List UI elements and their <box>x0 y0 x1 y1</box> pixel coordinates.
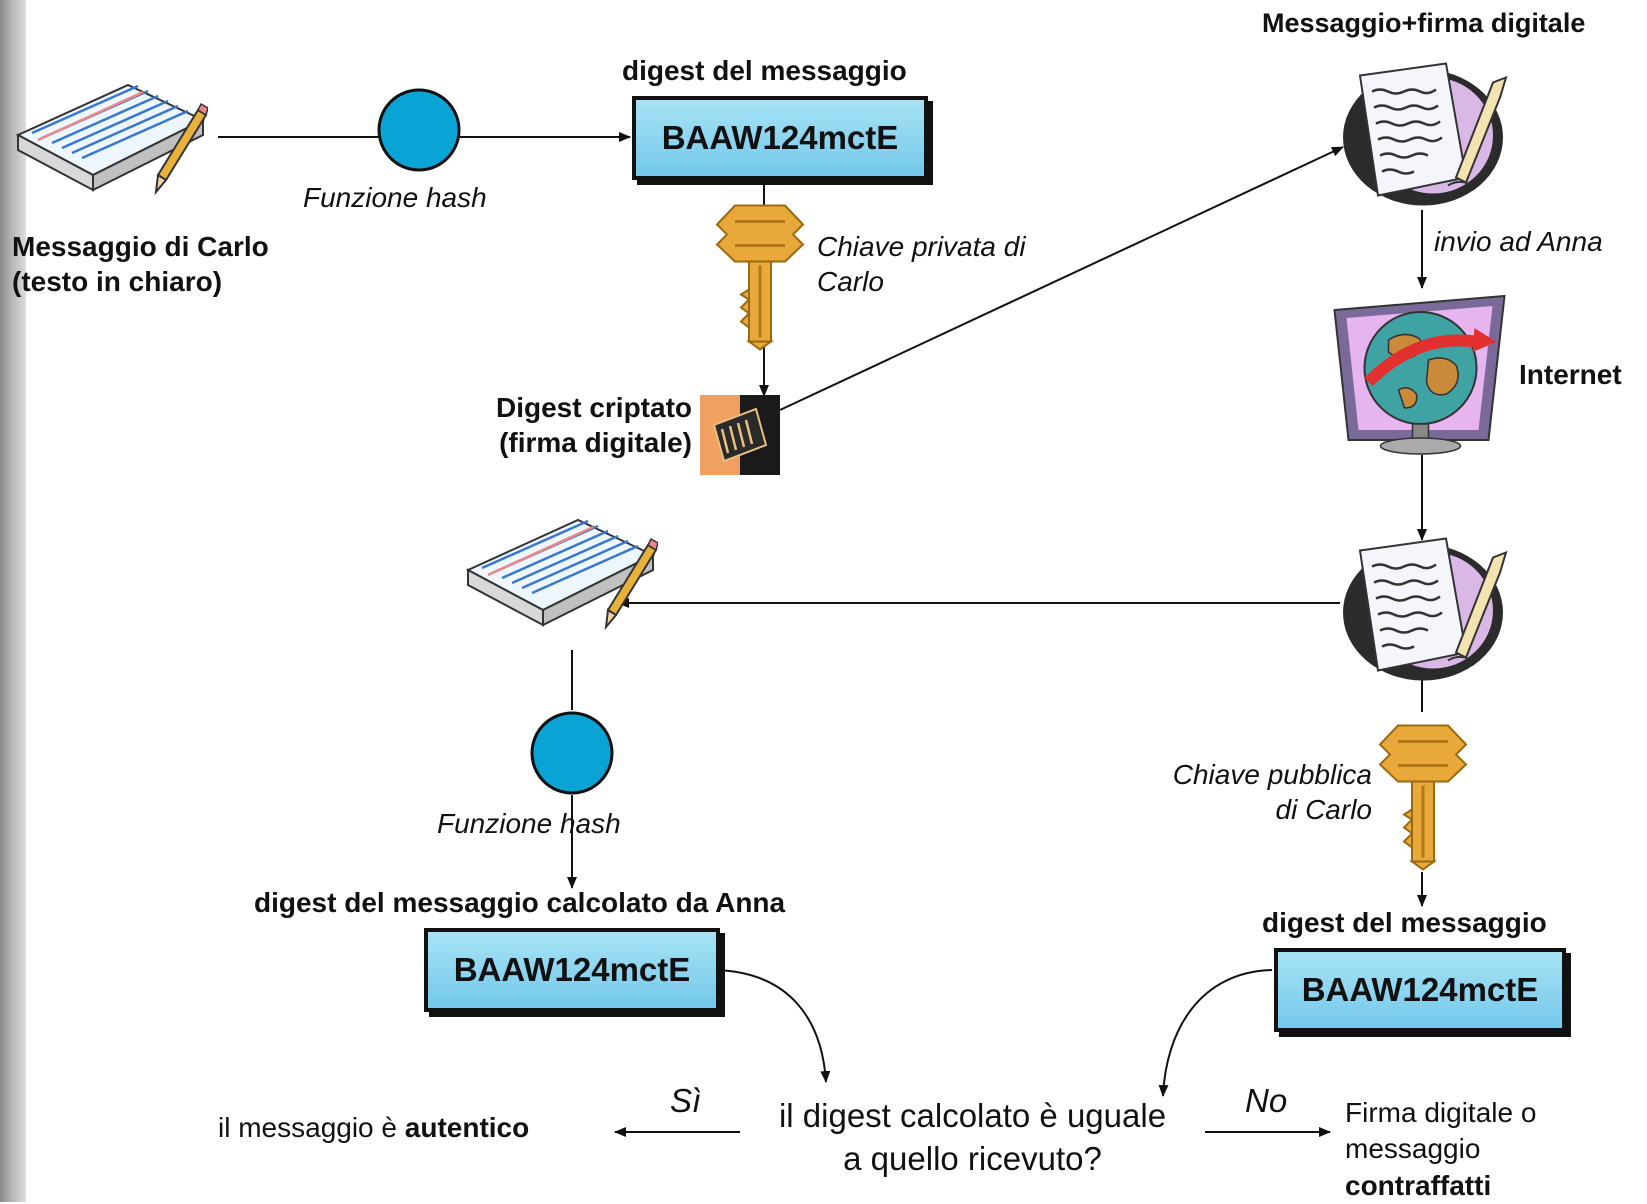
slide-sidebar <box>0 0 26 1202</box>
yes-label: Sì <box>670 1082 702 1119</box>
private-key-label: Chiave privata di Carlo <box>817 231 1026 297</box>
message-label: Messaggio di Carlo (testo in chiaro) <box>12 231 269 297</box>
no-label: No <box>1245 1082 1288 1119</box>
notepad-icon <box>466 518 658 629</box>
authentic-result: il messaggio è autentico <box>218 1112 530 1143</box>
hash-function-icon <box>530 711 614 795</box>
digest-box-original: BAAW124mctE <box>632 96 928 180</box>
connector-arrow <box>779 146 1344 411</box>
connector-arrow <box>714 969 831 1083</box>
computed-digest-title: digest del messaggio calcolato da Anna <box>254 887 786 918</box>
digest-title-top: digest del messaggio <box>622 55 907 86</box>
connector-arrow <box>1158 969 1273 1097</box>
notepad-icon <box>16 83 208 194</box>
internet-label: Internet <box>1519 359 1622 390</box>
internet-globe-icon <box>1335 296 1505 454</box>
hash-label-top: Funzione hash <box>303 182 487 213</box>
hash-function-icon <box>377 88 461 172</box>
received-digest-title: digest del messaggio <box>1262 907 1547 938</box>
key-icon <box>715 203 805 352</box>
forged-result: Firma digitale o messaggio contraffatti <box>1345 1097 1537 1201</box>
signed-document-icon <box>1341 62 1508 207</box>
send-label: invio ad Anna <box>1434 226 1603 257</box>
digest-box-computed: BAAW124mctE <box>424 928 720 1012</box>
signed-message-title: Messaggio+firma digitale <box>1262 8 1586 38</box>
public-key-label: Chiave pubblica di Carlo <box>1172 759 1372 825</box>
hash-label-bottom: Funzione hash <box>437 808 621 839</box>
digest-box-received: BAAW124mctE <box>1274 948 1566 1032</box>
signed-document-icon <box>1341 537 1508 682</box>
encrypted-digest-label: Digest criptato (firma digitale) <box>495 392 692 458</box>
comparison-question: il digest calcolato è uguale a quello ri… <box>778 1097 1167 1177</box>
key-icon <box>1378 723 1468 872</box>
encrypted-digest-icon <box>700 395 780 475</box>
